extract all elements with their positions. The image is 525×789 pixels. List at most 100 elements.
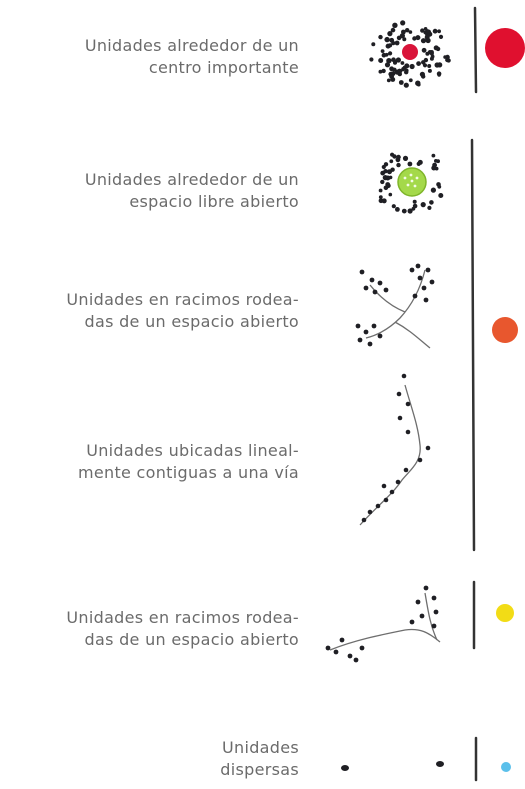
pattern-linear	[359, 373, 431, 526]
unit-dot	[390, 77, 396, 82]
unit-dot	[436, 182, 441, 187]
pattern-open-space	[378, 152, 444, 214]
unit-dot	[434, 62, 440, 68]
unit-dot	[378, 188, 383, 193]
pattern-central-core	[369, 20, 451, 88]
unit-dot	[401, 208, 407, 214]
unit-dot	[423, 30, 428, 35]
unit-dot	[381, 68, 386, 74]
unit-dot	[383, 162, 389, 167]
unit-dot	[445, 54, 450, 60]
unit-dot	[416, 61, 421, 66]
unit-dot	[420, 38, 427, 44]
unit-dot	[398, 80, 404, 85]
unit-dot	[435, 46, 441, 52]
unit-dot	[386, 78, 391, 83]
unit-dot	[427, 68, 432, 73]
unit-dot	[378, 58, 384, 63]
unit-dot	[392, 154, 397, 159]
central-core-center	[402, 44, 418, 60]
unit-dot	[388, 43, 393, 48]
marker-orange	[492, 317, 518, 343]
unit-dot	[400, 20, 406, 26]
label-open-space: Unidades alrededor de un espacio libre a…	[84, 170, 299, 211]
unit-dot	[403, 82, 409, 88]
unit-dot	[436, 71, 442, 76]
unit-dot	[396, 162, 401, 168]
unit-dot	[438, 193, 444, 198]
pattern-clusters-a-dots	[355, 263, 435, 347]
unit-dot	[384, 62, 391, 68]
unit-dot	[425, 51, 430, 56]
unit-dot	[424, 34, 430, 40]
unit-dot	[383, 185, 389, 191]
unit-dot	[393, 60, 397, 65]
unit-dot	[387, 30, 393, 37]
unit-dot	[419, 71, 425, 77]
unit-dot	[408, 30, 413, 34]
pattern-dispersed	[341, 761, 444, 771]
open-space-inner-dots	[403, 173, 419, 188]
unit-dot	[395, 207, 400, 212]
unit-dot	[400, 61, 405, 65]
label-central-core: Unidades alrededor de un centro importan…	[84, 36, 299, 77]
marker-yellow	[496, 604, 514, 622]
unit-dot	[412, 199, 417, 204]
unit-dot	[386, 58, 392, 64]
unit-dot	[412, 203, 418, 209]
unit-dot	[402, 155, 409, 161]
label-dispersed: Unidades dispersas	[220, 738, 299, 779]
unit-dot	[381, 52, 387, 58]
unit-dot	[392, 22, 398, 28]
unit-dot	[420, 202, 426, 208]
unit-dot	[402, 65, 407, 70]
unit-dot	[432, 28, 438, 34]
unit-dot	[388, 175, 393, 180]
unit-dot	[437, 29, 441, 34]
unit-dot	[427, 64, 432, 68]
pattern-clusters-b	[325, 585, 441, 663]
unit-dot	[402, 37, 407, 42]
unit-dot	[430, 187, 436, 193]
unit-dot	[429, 56, 434, 61]
unit-dot	[384, 36, 390, 43]
divider-line-2	[470, 138, 476, 552]
unit-dot	[408, 78, 413, 83]
unit-dot	[397, 68, 403, 74]
unit-dot	[423, 27, 428, 31]
unit-dot	[421, 47, 427, 53]
unit-dot	[409, 63, 415, 70]
unit-dot	[378, 34, 383, 40]
unit-dot	[427, 205, 432, 210]
unit-dot	[405, 28, 410, 33]
unit-dot	[415, 35, 421, 41]
unit-dot	[431, 153, 436, 158]
unit-dot	[416, 82, 421, 87]
label-clusters-b: Unidades en racimos rodea- das de un esp…	[66, 608, 299, 649]
unit-dot	[388, 51, 393, 56]
unit-dot	[438, 34, 444, 40]
unit-dot	[396, 154, 401, 160]
unit-dot	[395, 57, 401, 63]
pattern-clusters-a	[365, 269, 431, 349]
unit-dot	[396, 35, 402, 41]
unit-dot	[388, 192, 393, 197]
unit-dot	[389, 159, 394, 164]
label-linear: Unidades ubicadas lineal- mente contigua…	[77, 441, 299, 482]
unit-dot	[389, 37, 395, 43]
unit-dot	[383, 169, 388, 174]
unit-dot	[390, 167, 395, 172]
unit-dot	[394, 40, 400, 46]
label-clusters-a: Unidades en racimos rodea- das de un esp…	[66, 290, 299, 331]
unit-dot	[429, 200, 434, 205]
unit-dot	[392, 67, 397, 72]
unit-dot	[412, 36, 417, 41]
unit-dot	[381, 198, 387, 204]
unit-dot	[417, 159, 423, 165]
unit-dot	[407, 208, 413, 214]
unit-dot	[407, 161, 413, 167]
marker-red	[485, 28, 525, 68]
unit-dot	[380, 49, 385, 53]
